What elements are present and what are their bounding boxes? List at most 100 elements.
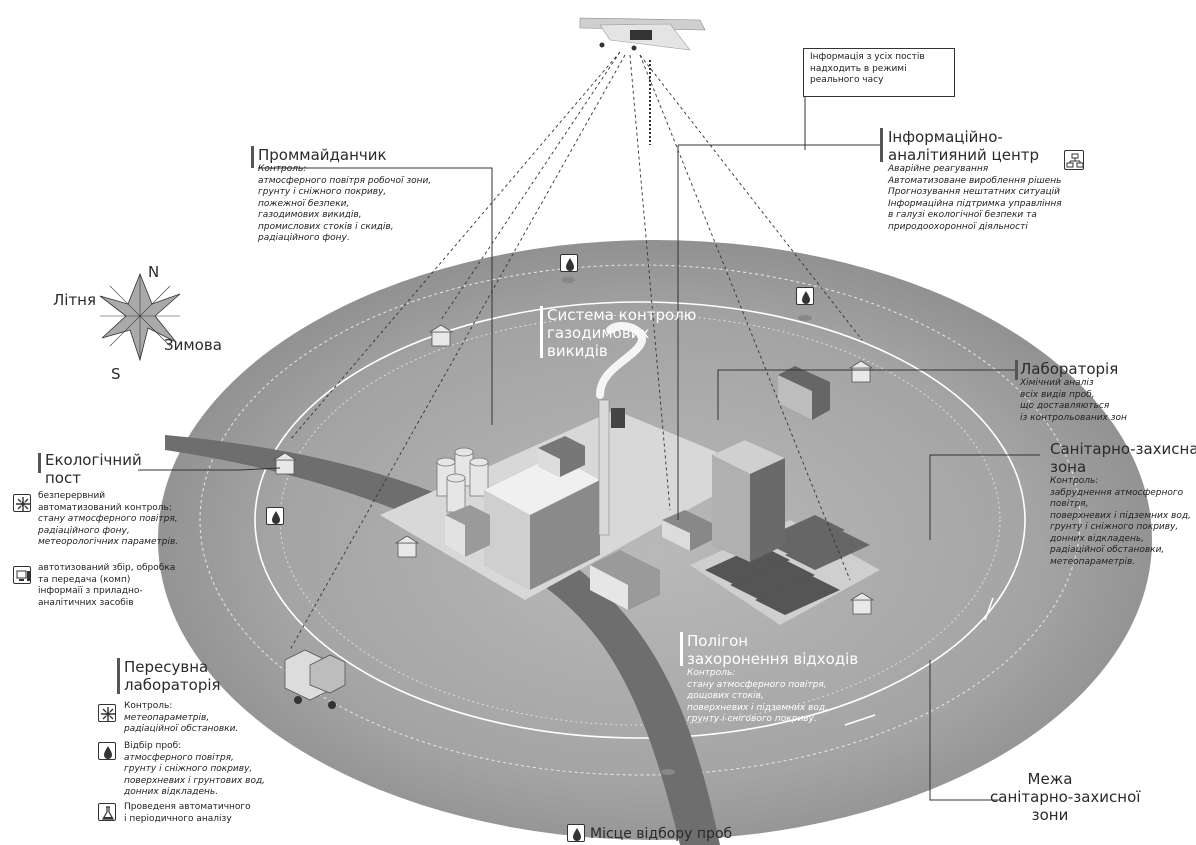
lab-tower: [712, 440, 785, 562]
info-center-line: Інформаційна підтримка управління: [888, 198, 1062, 209]
drone: [579, 17, 706, 51]
storage-tanks: [436, 447, 489, 513]
mobile-lab-title: лабораторія: [124, 676, 221, 694]
info-center-title: Інформаційно-: [888, 128, 1003, 146]
prommaidanchyk-label: Проммайданчик Контроль: атмосферного пов…: [258, 146, 431, 245]
ground-sample-markers: [561, 277, 812, 775]
prommaidanchyk-line: грунту і сніжного покриву,: [258, 187, 387, 197]
sanitary-zone-line: грунту і сніжного покриву,: [1050, 522, 1179, 532]
sampling-place-legend: Місце відбору проб: [590, 826, 733, 842]
eco-post-item1-italic: метеорологічних параметрів.: [38, 537, 179, 547]
outer-dotted-ring: [199, 264, 1081, 776]
mobile-lab-truck: [284, 649, 346, 709]
laboratory-title: Лабораторія: [1020, 360, 1119, 378]
prommaidanchyk-line: радіаційного фону.: [258, 233, 350, 243]
wind-rose-south: S: [111, 365, 121, 383]
wind-rose-summer: Літня: [53, 291, 97, 309]
prommaidanchyk-line: атмосферного повітря робочої зони,: [258, 175, 432, 186]
droplet-icon: [560, 254, 578, 272]
sanitary-zone-line: поверхневих і підземних вод,: [1050, 510, 1191, 521]
sanitary-zone-label: Санітарно-захисна зона Контроль: забрудн…: [1050, 440, 1196, 568]
zone-boundary-label: Межа санітарно-захисної зони: [990, 770, 1141, 824]
chimney: [596, 322, 646, 536]
landfill-line: поверхневих і підземних вод,: [687, 702, 828, 713]
eco-post-houses: [272, 324, 875, 615]
eco-post-title: Екологічний: [45, 451, 142, 469]
label-bar: [880, 128, 883, 162]
wind-rose-winter: Зимова: [164, 336, 222, 354]
sanitary-zone-subtitle: Контроль:: [1050, 476, 1099, 486]
info-box-line: Інформація з усіх постів: [810, 52, 925, 62]
label-bar: [251, 146, 254, 168]
flask-icon: [98, 803, 116, 821]
mobile-lab-item1-line: радіаційної обстановки.: [124, 724, 239, 734]
eco-post-item2-line: автотизований збір, обробка: [38, 563, 176, 573]
drone-signal-lines: [289, 51, 863, 651]
prommaidanchyk-line: пожежної безпеки,: [258, 198, 350, 209]
label-bar: [1015, 360, 1018, 380]
prommaidanchyk-title: Проммайданчик: [258, 146, 387, 164]
mobile-lab-item1: Контроль: метеопараметрів, радіаційної о…: [124, 701, 238, 736]
realtime-info-box: Інформація з усіх постів надходить в реж…: [803, 48, 955, 97]
sanitary-zone-line: донних відкладень,: [1050, 533, 1145, 544]
sanitary-zone-line: повітря,: [1050, 499, 1089, 509]
mobile-lab-title: Пересувна: [124, 658, 209, 676]
emission-system-title: викидів: [547, 342, 608, 360]
info-center-line: природоохоронної діяльності: [888, 221, 1028, 232]
sanitary-zone-title: зона: [1050, 458, 1087, 476]
eco-post-item1-line: безперервний: [38, 491, 106, 501]
eco-post-item1-italic: стану атмосферного повітря,: [38, 514, 178, 524]
computer-icon: [13, 566, 31, 584]
droplet-icon: [796, 287, 814, 305]
ground-ellipse: [158, 240, 1152, 840]
label-bar: [680, 632, 683, 666]
direction-arrows: [844, 597, 994, 726]
label-bar: [38, 453, 41, 473]
prommaidanchyk-subtitle: Контроль:: [258, 164, 307, 174]
info-center-title: аналітияний центр: [888, 146, 1040, 164]
landfill-title: Полігон: [687, 632, 749, 650]
sanitary-zone-line: метеопараметрів.: [1050, 556, 1136, 567]
info-box-line: реального часу: [810, 75, 884, 85]
landfill-line: стану атмосферного повітря,: [687, 679, 827, 690]
inner-dotted-ring: [279, 314, 1001, 726]
eco-post-title: пост: [45, 469, 81, 487]
info-center-label: Інформаційно- аналітияний центр Аварійне…: [888, 128, 1062, 233]
label-bar: [540, 306, 543, 358]
droplet-icon: [567, 824, 585, 842]
mobile-lab-item3-line: Проведеня автоматичного: [124, 802, 251, 812]
droplet-icon: [98, 742, 116, 760]
zone-boundary-ring: [254, 301, 1026, 739]
mobile-lab-item2-title: Відбір проб:: [124, 741, 182, 751]
eco-post-item1-line: автоматизований контроль:: [38, 502, 172, 513]
prommaidanchyk-line: промислових стоків і скидів,: [258, 221, 394, 232]
prommaidanchyk-line: газодимових викидів,: [258, 210, 362, 220]
emission-system-title: Система контролю: [547, 306, 697, 324]
laboratory-line: всіх видів проб,: [1020, 389, 1095, 400]
mobile-lab-item3: Проведеня автоматичного і періодичного а…: [124, 802, 251, 825]
landfill-subtitle: Контроль:: [687, 668, 736, 678]
mobile-lab-item2-line: поверхневих і грунтових вод,: [124, 775, 266, 786]
mobile-lab-item2-line: грунту і сніжного покриву,: [124, 764, 253, 774]
info-center-line: Аварійне реагування: [888, 164, 989, 174]
info-box-line: надходить в режимі: [810, 63, 907, 74]
leader-lines: [138, 95, 1040, 801]
mobile-lab-item1-line: метеопараметрів,: [124, 712, 210, 723]
zone-boundary-title: Межа: [1027, 770, 1073, 788]
emission-system-title: газодимових: [547, 324, 650, 342]
fan-sensor-icon: [98, 704, 116, 722]
droplet-icon: [266, 507, 284, 525]
laboratory-label: Лабораторія Хімічний аналіз всіх видів п…: [1020, 360, 1127, 424]
info-center-line: Прогнозування нештатних ситуацій: [888, 187, 1061, 197]
small-buildings: [445, 366, 830, 610]
fan-sensor-icon: [13, 494, 31, 512]
landfill-line: дощових стоків,: [687, 691, 764, 701]
mobile-lab-item1-title: Контроль:: [124, 701, 173, 711]
landfill-line: грунту і снігового покриву.: [687, 714, 817, 724]
mobile-lab-item3-line: і періодичного аналізу: [124, 813, 232, 824]
landfill-label: Полігон захоронення відходів Контроль: с…: [687, 632, 858, 726]
info-center-line: в галузі екологічної безпеки та: [888, 210, 1037, 220]
info-center-line: Автоматизоване вироблення рішень: [888, 175, 1062, 186]
landfill-title: захоронення відходів: [687, 650, 859, 668]
zone-boundary-title: санітарно-захисної: [990, 788, 1141, 806]
